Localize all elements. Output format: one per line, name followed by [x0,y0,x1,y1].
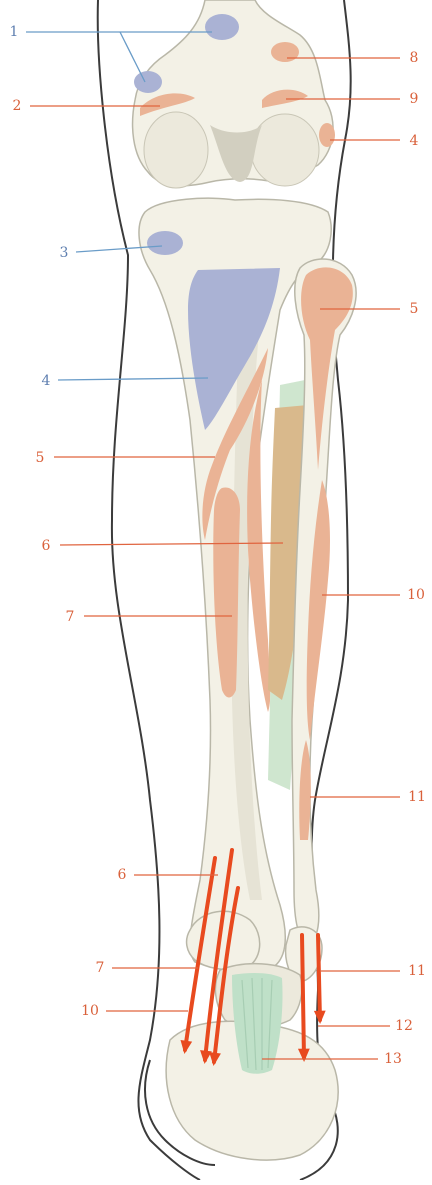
label-4-right: 4 [410,133,419,149]
label-2: 2 [13,98,22,114]
label-5-left: 5 [36,450,45,466]
label-8: 8 [410,50,419,66]
label-12: 12 [395,1018,413,1034]
attachment-3 [147,231,183,255]
label-3: 3 [60,245,69,261]
tendon-arrow-5-head [314,1011,326,1024]
label-1: 1 [10,24,19,40]
tendon-arrow-5 [318,935,320,1020]
attachment-1-lower [134,71,162,93]
femoral-condyle-left [144,112,208,188]
label-11-right: 11 [408,789,426,805]
label-9: 9 [410,91,419,107]
label-4-left: 4 [42,373,51,389]
tendon-arrow-4 [302,935,304,1058]
label-7-left: 7 [66,609,75,625]
leader-line-l1b [120,32,145,82]
attachment-1-upper [205,14,239,40]
femoral-condyle-right [251,114,319,186]
label-5-right: 5 [410,301,419,317]
label-10-right: 10 [407,587,425,603]
attachment-8 [271,42,299,62]
label-6-lower: 6 [118,867,127,883]
label-11-lower: 11 [408,963,426,979]
label-6-left: 6 [42,538,51,554]
label-7-lower: 7 [96,960,105,976]
label-13: 13 [384,1051,402,1067]
attachment-4-femur [319,123,335,147]
label-10-lower: 10 [81,1003,99,1019]
